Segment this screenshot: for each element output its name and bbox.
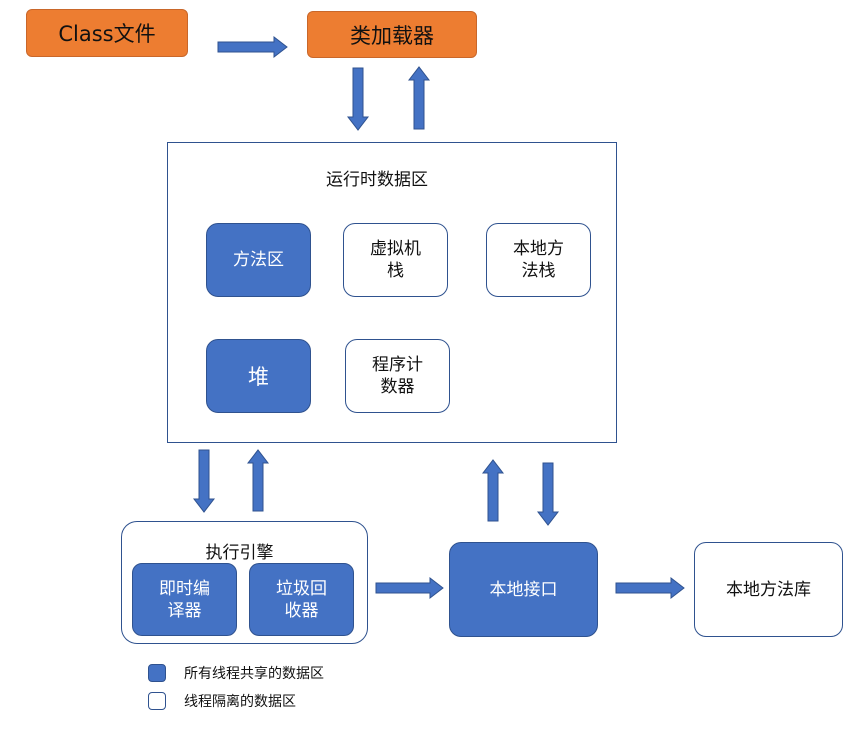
arrow-down-icon xyxy=(192,449,216,513)
legend-shared-swatch xyxy=(148,664,166,682)
arrow-up-icon xyxy=(407,66,431,130)
heap-box: 堆 xyxy=(206,339,311,413)
arrow-up-icon xyxy=(246,449,270,512)
native-method-stack-box: 本地方 法栈 xyxy=(486,223,591,297)
native-interface-box: 本地接口 xyxy=(449,542,598,637)
program-counter-label: 程序计 数器 xyxy=(372,355,423,397)
legend-shared-label: 所有线程共享的数据区 xyxy=(184,666,324,682)
garbage-collector-label: 垃圾回 收器 xyxy=(276,578,327,621)
method-area-label: 方法区 xyxy=(233,250,284,270)
arrow-right-icon xyxy=(375,576,444,600)
class-loader-label: 类加载器 xyxy=(350,23,434,48)
arrow-down-icon xyxy=(536,462,560,526)
jit-compiler-box: 即时编 译器 xyxy=(132,563,237,636)
arrow-right-icon xyxy=(217,35,288,59)
execution-engine-title: 执行引擎 xyxy=(205,543,274,563)
legend-isolated-swatch xyxy=(148,692,166,710)
native-library-label: 本地方法库 xyxy=(726,579,811,600)
class-file-box: Class文件 xyxy=(26,9,188,57)
garbage-collector-box: 垃圾回 收器 xyxy=(249,563,354,636)
arrow-right-icon xyxy=(615,576,685,600)
vm-stack-label: 虚拟机 栈 xyxy=(370,239,421,281)
runtime-data-area-title: 运行时数据区 xyxy=(326,170,428,190)
class-file-label: Class文件 xyxy=(58,22,156,46)
class-loader-box: 类加载器 xyxy=(307,11,477,58)
jit-compiler-label: 即时编 译器 xyxy=(159,578,210,621)
native-method-stack-label: 本地方 法栈 xyxy=(513,239,564,281)
native-library-box: 本地方法库 xyxy=(694,542,843,637)
native-interface-label: 本地接口 xyxy=(489,579,558,600)
program-counter-box: 程序计 数器 xyxy=(345,339,450,413)
heap-label: 堆 xyxy=(248,365,269,389)
arrow-up-icon xyxy=(481,459,505,522)
method-area-box: 方法区 xyxy=(206,223,311,297)
vm-stack-box: 虚拟机 栈 xyxy=(343,223,448,297)
legend-isolated-label: 线程隔离的数据区 xyxy=(184,694,296,710)
arrow-down-icon xyxy=(346,67,370,131)
